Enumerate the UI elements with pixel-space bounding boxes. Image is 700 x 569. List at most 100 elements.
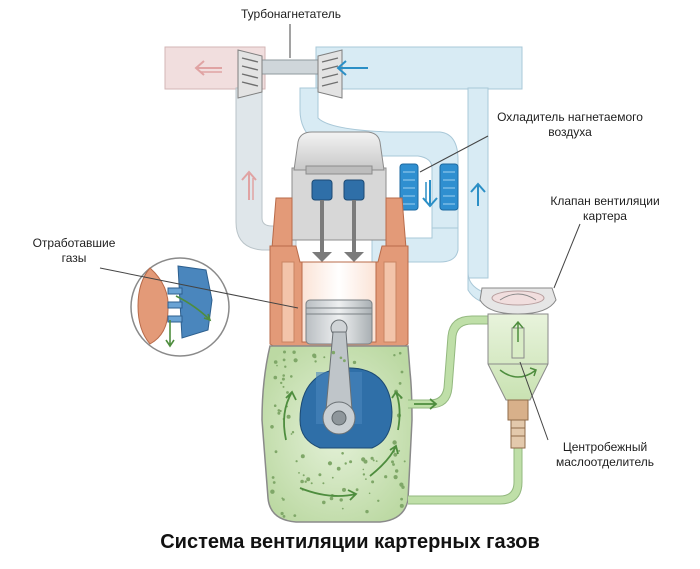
turbocharger-label: Турбонагнетатель [196, 7, 386, 22]
exhaust-gas-label-line1: Отработавшие [32, 236, 116, 250]
crankcase-flow-arrows [283, 390, 403, 501]
piston [305, 299, 373, 345]
oil-mist-dot [327, 461, 333, 466]
oil-mist-dot [282, 498, 285, 501]
oil-mist-dot [282, 515, 286, 518]
oil-mist-dot [355, 488, 359, 492]
oil-mist-dot [329, 496, 334, 501]
oil-mist-dot [365, 478, 367, 480]
turbocharger-label-text: Турбонагнетатель [241, 7, 341, 21]
leader-lines [99, 24, 581, 441]
oil-mist-dot [375, 460, 378, 462]
oil-mist-dot [280, 381, 283, 385]
oil-mist-dot [392, 463, 395, 466]
oil-mist-dot [286, 414, 291, 419]
oil-mist-dot [298, 472, 300, 474]
oil-mist-dot [290, 375, 293, 378]
oil-mist-dot [304, 480, 307, 483]
turbocharger [237, 49, 343, 99]
boost-flow-arrow [194, 60, 222, 76]
crankcase [261, 331, 413, 523]
oil-mist-dot [277, 411, 281, 415]
oil-mist-dot [323, 356, 326, 359]
oil-mist-dot [277, 409, 281, 412]
oil-mist-dot [331, 350, 336, 355]
oil-mist-dot [293, 358, 298, 363]
oil-mist-dot [302, 474, 305, 477]
oil-mist-dot [282, 374, 286, 377]
oil-mist-dot [362, 468, 365, 471]
oil-mist-dot [339, 356, 343, 360]
oil-mist-dot [392, 440, 397, 445]
blowby-hose [408, 316, 522, 504]
exhaust-gas-label: Отработавшие газы [4, 236, 144, 266]
oil-mist-dot [322, 482, 325, 485]
oil-mist-dot [273, 360, 278, 364]
oil-mist-dot [400, 370, 404, 374]
oil-mist-dot [318, 473, 322, 477]
pcv-valve-label-line2: картера [583, 209, 627, 223]
oil-mist-dot [290, 433, 293, 435]
oil-mist-dot [282, 385, 285, 388]
charge-air-cooler-label: Охладитель нагнетаемого воздуха [470, 110, 670, 140]
exhaust-gas-inset [130, 257, 230, 357]
pcv-valve [479, 287, 557, 315]
oil-mist-dot [284, 365, 287, 368]
oil-mist-dot [281, 377, 285, 381]
oil-mist-dot [271, 476, 275, 479]
oil-mist-dot [393, 452, 398, 457]
oil-mist-dot [293, 514, 297, 517]
oil-mist-dot [398, 382, 402, 385]
cooler-down-arrow [422, 180, 438, 208]
oil-mist-dot [341, 507, 344, 510]
oil-mist-dot [273, 375, 278, 380]
oil-mist-dot [395, 469, 399, 473]
charge-air-cooler-label-line1: Охладитель нагнетаемого [497, 110, 643, 124]
blowby-hose-outline [408, 315, 523, 505]
oil-mist-dot [368, 492, 371, 495]
oil-mist-dot [276, 364, 278, 367]
oil-mist-dot [363, 459, 368, 464]
pcv-valve-label-line1: Клапан вентиляции [550, 194, 660, 208]
oil-mist-dot [393, 475, 398, 480]
oil-mist-dot [343, 359, 346, 363]
oil-mist-dot [339, 498, 343, 502]
oil-mist-dot [272, 481, 276, 484]
intake-flow-arrow [336, 60, 368, 76]
oil-mist-dot [310, 482, 313, 485]
oil-mist-dot [377, 499, 380, 502]
oil-separator-label: Центробежный маслоотделитель [520, 440, 690, 470]
oil-mist-dot [349, 460, 353, 464]
oil-mist-dot [341, 452, 344, 455]
oil-mist-dot [365, 509, 369, 514]
pcv-valve-label: Клапан вентиляции картера [520, 194, 690, 224]
oil-mist-dot [331, 476, 334, 479]
oil-mist-dot [273, 404, 277, 408]
separator-flow-arrows [499, 320, 537, 378]
oil-mist-dot [391, 460, 394, 464]
exhaust-gas-label-line2: газы [61, 251, 87, 265]
oil-mist-dot [398, 351, 402, 355]
oil-mist-dot [399, 482, 404, 487]
oil-mist-dot [270, 489, 275, 494]
crankcase-oil-dots [270, 350, 406, 518]
oil-mist-dot [384, 475, 388, 479]
oil-separator-label-line1: Центробежный [562, 440, 648, 454]
oil-mist-dot [322, 500, 326, 505]
blowby-arrow [414, 398, 438, 410]
oil-mist-dot [300, 454, 305, 459]
oil-mist-dot [362, 473, 366, 476]
oil-mist-dot [300, 479, 304, 484]
oil-mist-dot [313, 355, 317, 359]
oil-mist-dot [270, 425, 274, 429]
oil-mist-dot [344, 462, 347, 465]
cylinder-head [291, 131, 387, 262]
oil-mist-dot [280, 511, 284, 516]
oil-mist-dot [291, 431, 295, 434]
charge-air-cooler-label-line2: воздуха [548, 125, 592, 139]
oil-mist-dot [336, 466, 341, 471]
oil-separator [487, 313, 549, 449]
return-up-arrow [470, 182, 486, 206]
diagram-title: Система вентиляции картерных газов [160, 531, 540, 553]
oil-mist-dot [371, 480, 375, 484]
